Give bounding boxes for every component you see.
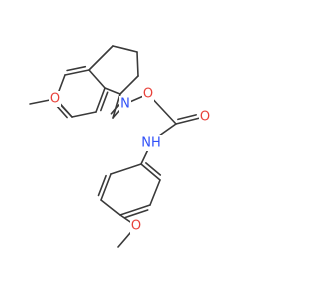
bond-c1-o3-double [177, 114, 197, 121]
bond-r4-r5 [119, 204, 151, 216]
bond-r1-r2 [110, 163, 142, 175]
bond-layer [29, 45, 201, 248]
atom-label-bg-n_oxime [119, 96, 131, 112]
atom-label-bg-o_methoxy_bottom [130, 218, 142, 234]
bond-a1-a2 [71, 111, 97, 118]
bond-a4-a5-double [66, 65, 87, 72]
bond-b4-a3 [104, 87, 121, 95]
bond-b2-b3 [136, 51, 139, 77]
bond-b3-b4 [119, 75, 139, 95]
atom-label-bg-o_methoxy_top [49, 91, 61, 107]
atom-label-bg-o_oxime [142, 86, 154, 102]
bond-r6-r1 [140, 163, 161, 181]
atom-label-nh_carbamate: NH [141, 136, 161, 151]
bond-c1-o3 [175, 117, 201, 125]
atom-label-bg-o_carbonyl [199, 109, 211, 125]
atom-label-o_carbonyl: O [200, 110, 210, 125]
atom-label-bg-nh_carbamate [140, 135, 162, 151]
bond-a4-b1 [88, 45, 114, 71]
bond-b1-b2 [112, 45, 138, 53]
bond-r5-r6 [149, 179, 161, 206]
atom-label-o_methoxy_bottom: O [131, 219, 141, 234]
atom-label-o_oxime: O [143, 87, 153, 102]
bond-r2-r3-double [97, 174, 107, 197]
bond-a3-a4 [88, 69, 106, 89]
bond-r2-r3 [100, 173, 112, 201]
bond-r6-r1-double [145, 162, 162, 176]
atom-label-n_oxime: N [120, 97, 130, 112]
bond-a4-a5 [64, 69, 90, 76]
atom-label-o_methoxy_top: O [50, 92, 60, 107]
bond-a2-a3 [95, 87, 106, 113]
bond-r3-r4 [100, 199, 121, 216]
bond-b4-b5 [112, 93, 121, 119]
bond-a2-a3-double [100, 91, 109, 112]
bond-r4-r5-double [124, 209, 149, 219]
